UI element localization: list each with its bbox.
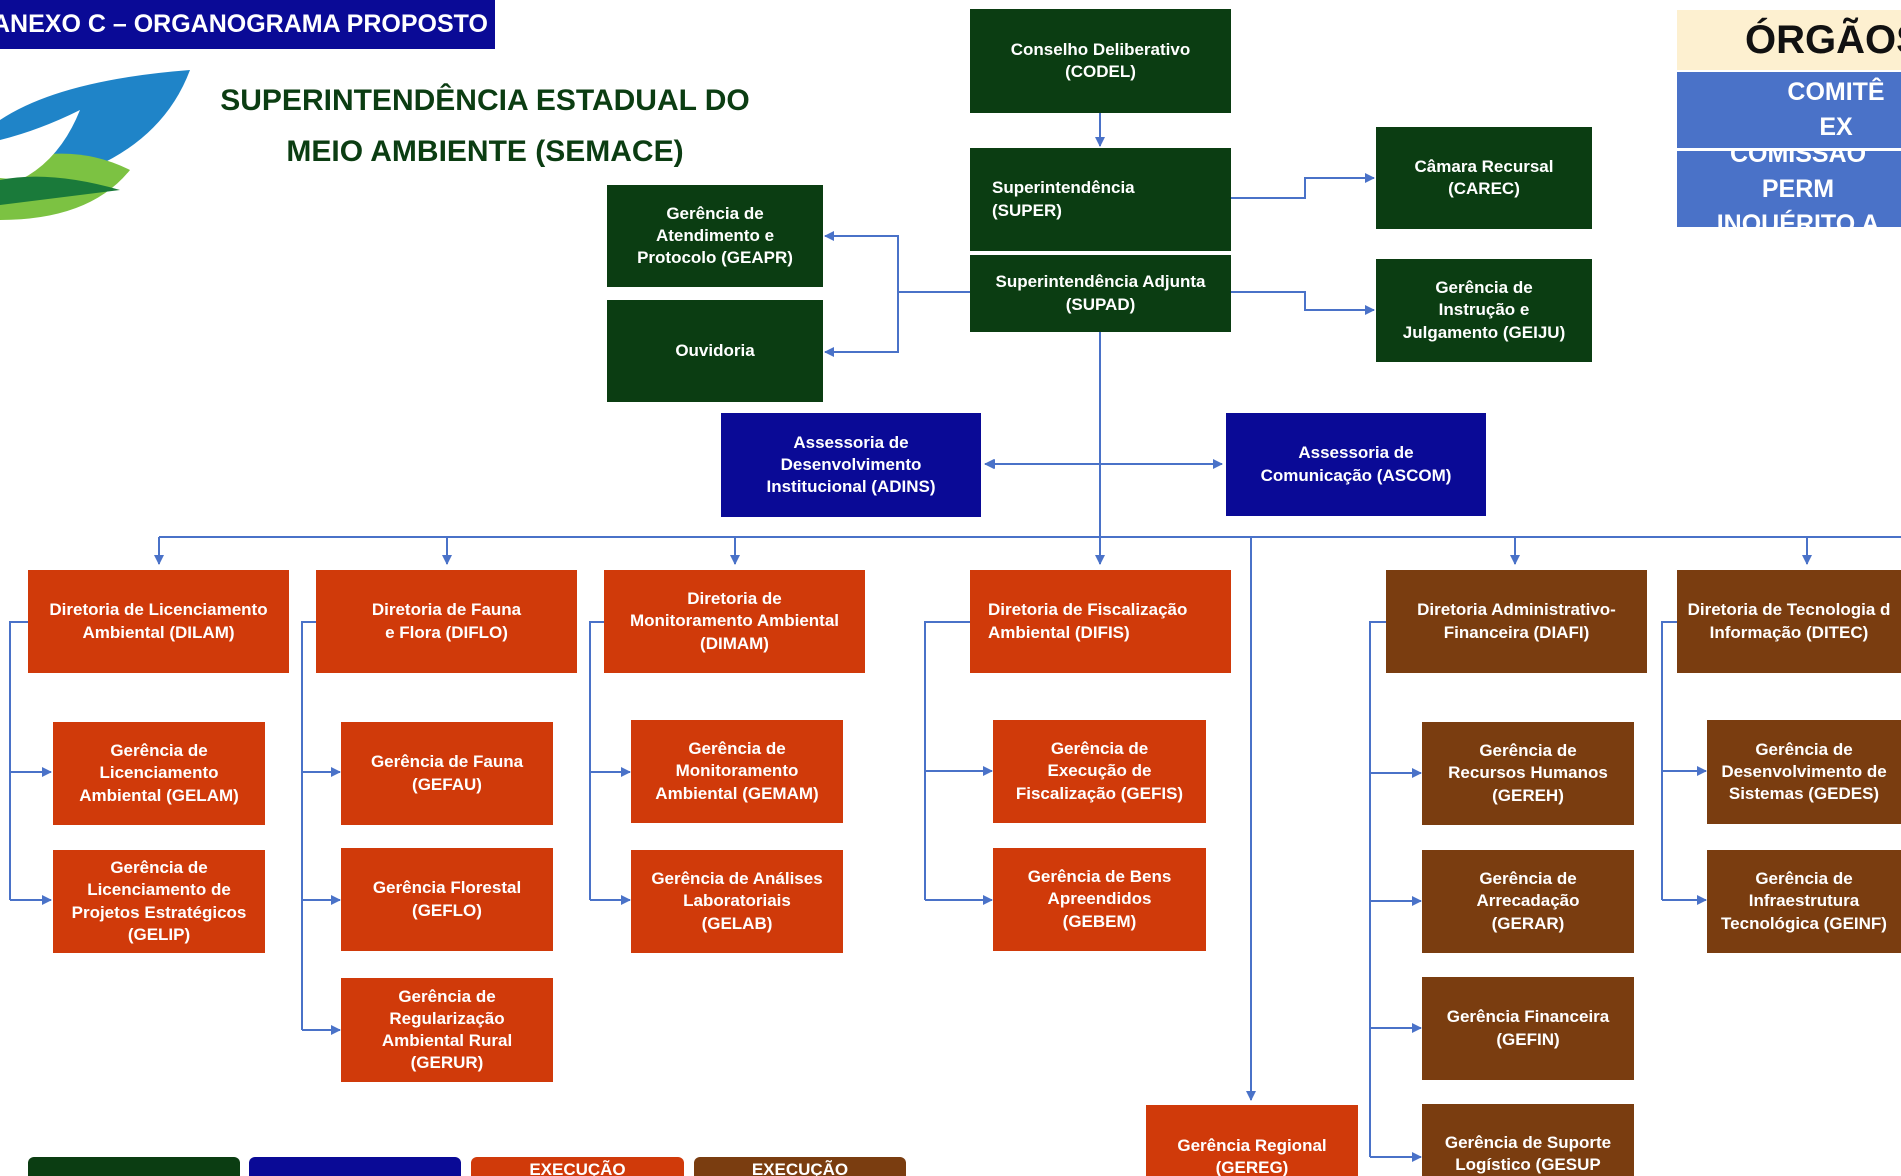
box-ascom: Assessoria de Comunicação (ASCOM) [1226, 413, 1486, 516]
box-geapr: Gerência de Atendimento e Protocolo (GEA… [607, 185, 823, 287]
box-gefin: Gerência Financeira (GEFIN) [1422, 977, 1634, 1080]
legend-deliberative [28, 1157, 240, 1176]
box-gefis: Gerência de Execução de Fiscalização (GE… [993, 720, 1206, 823]
box-ditec: Diretoria de Tecnologia d Informação (DI… [1677, 570, 1901, 673]
semace-logo-icon [0, 70, 190, 220]
box-ouvidoria: Ouvidoria [607, 300, 823, 402]
box-super: Superintendência (SUPER) [970, 148, 1231, 251]
box-gerur: Gerência de Regularização Ambiental Rura… [341, 978, 553, 1082]
box-geflo: Gerência Florestal (GEFLO) [341, 848, 553, 951]
box-gelam: Gerência de Licenciamento Ambiental (GEL… [53, 722, 265, 825]
legend-execution-2: EXECUÇÃO [694, 1157, 906, 1176]
box-dimam: Diretoria de Monitoramento Ambiental (DI… [604, 570, 865, 673]
box-geinf: Gerência de Infraestrutura Tecnológica (… [1707, 850, 1901, 953]
box-codel: Conselho Deliberativo (CODEL) [970, 9, 1231, 113]
box-gesup: Gerência de Suporte Logístico (GESUP [1422, 1104, 1634, 1176]
box-gebem: Gerência de Bens Apreendidos (GEBEM) [993, 848, 1206, 951]
box-gelab: Gerência de Análises Laboratoriais (GELA… [631, 850, 843, 953]
box-gelip: Gerência de Licenciamento de Projetos Es… [53, 850, 265, 953]
colegiado-comite: COMITÊ EX [1677, 72, 1901, 148]
box-gedes: Gerência de Desenvolvimento de Sistemas … [1707, 720, 1901, 824]
box-carec: Câmara Recursal (CAREC) [1376, 127, 1592, 229]
annex-title: ANEXO C – ORGANOGRAMA PROPOSTO [0, 0, 495, 49]
box-gereh: Gerência de Recursos Humanos (GEREH) [1422, 722, 1634, 825]
colegiado-comissao: COMISSÃO PERM INQUÉRITO A [1677, 151, 1901, 227]
box-diflo: Diretoria de Fauna e Flora (DIFLO) [316, 570, 577, 673]
box-geiju: Gerência de Instrução e Julgamento (GEIJ… [1376, 259, 1592, 362]
box-difis: Diretoria de Fiscalização Ambiental (DIF… [970, 570, 1231, 673]
box-gerar: Gerência de Arrecadação (GERAR) [1422, 850, 1634, 953]
box-diafi: Diretoria Administrativo- Financeira (DI… [1386, 570, 1647, 673]
box-gefau: Gerência de Fauna (GEFAU) [341, 722, 553, 825]
legend-advisory [249, 1157, 461, 1176]
organization-title: SUPERINTENDÊNCIA ESTADUAL DO MEIO AMBIEN… [220, 84, 750, 168]
legend-execution-1: EXECUÇÃO [471, 1157, 684, 1176]
box-gemam: Gerência de Monitoramento Ambiental (GEM… [631, 720, 843, 823]
box-dilam: Diretoria de Licenciamento Ambiental (DI… [28, 570, 289, 673]
colegiados-heading: ÓRGÃOS [1677, 10, 1901, 70]
box-adins: Assessoria de Desenvolvimento Institucio… [721, 413, 981, 517]
box-supad: Superintendência Adjunta (SUPAD) [970, 253, 1231, 332]
box-gereg: Gerência Regional (GEREG) [1146, 1105, 1358, 1176]
